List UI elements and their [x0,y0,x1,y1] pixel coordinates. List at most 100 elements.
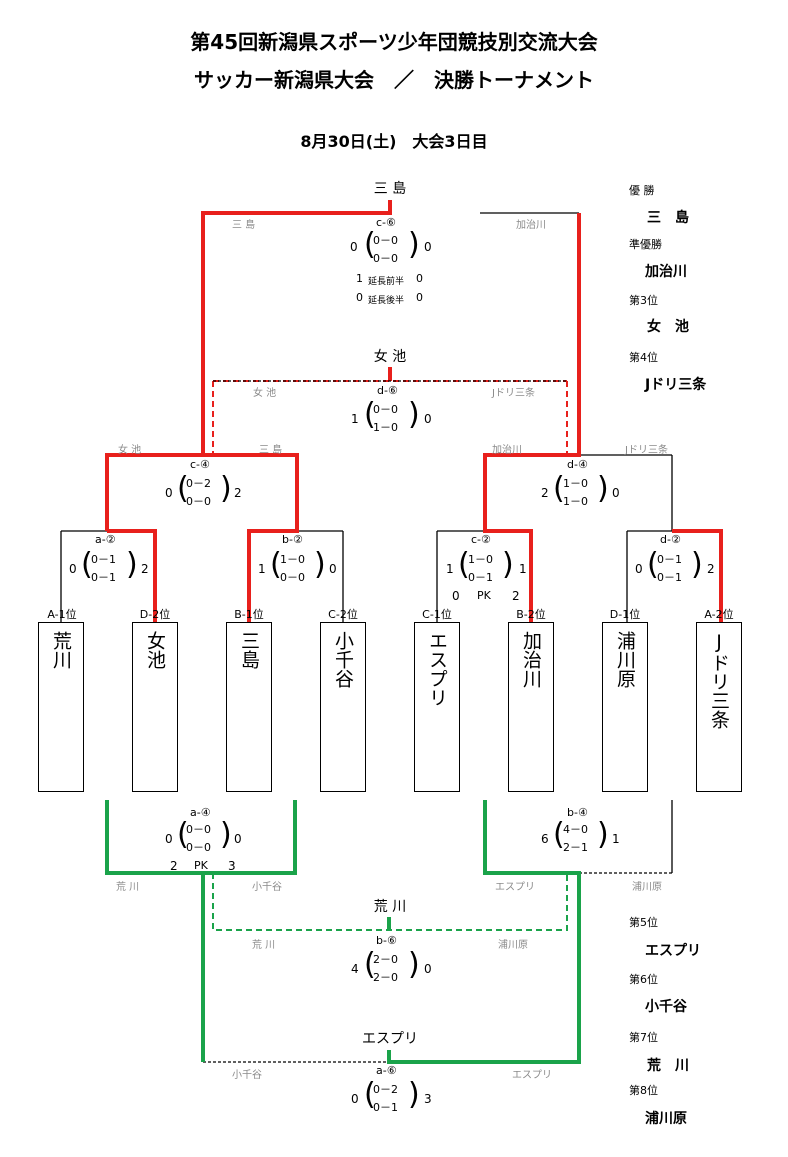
third-paren-right: ) [408,397,420,432]
seed-3: B-1位 [234,608,264,621]
sf2-team-right: Jドリ三条 [625,445,668,456]
lr1a-paren-left: ( [177,817,189,852]
sf2-h1: 1－0 [563,477,588,490]
sf1-h2: 0－0 [186,495,211,508]
r1d-h2: 0－1 [657,571,682,584]
sf1-code: c-④ [190,458,210,471]
sf2-score-right: 0 [612,486,620,500]
final-code: c-⑥ [376,216,396,229]
rank-2-label: 準優勝 [629,238,662,251]
r1d-score-right: 2 [707,562,715,576]
r1a-score-left: 0 [69,562,77,576]
team-box-3: 三島 [226,622,272,792]
rank-4-name: Jドリ三条 [645,377,707,393]
final-h1: 0－0 [373,234,398,247]
rank-5-name: エスプリ [645,943,701,959]
rank-1-label: 優 勝 [629,184,655,197]
seventh-team-left: 荒 川 [252,940,276,951]
final-et2-right: 0 [416,291,423,304]
r1c-paren-left: ( [458,547,470,582]
r1a-paren-left: ( [81,547,93,582]
seed-2: D-2位 [139,608,171,621]
rank-8-name: 浦川原 [645,1111,687,1127]
third-team-left: 女 池 [253,388,277,399]
sf1-paren-right: ) [220,471,232,506]
r1c-h1: 1－0 [468,553,493,566]
lr1b-code: b-④ [567,806,588,819]
lr1b-h1: 4－0 [563,823,588,836]
sf1-paren-left: ( [177,471,189,506]
title-line1: 第45回新潟県スポーツ少年団競技別交流大会 [190,30,598,54]
sf2-h2: 1－0 [563,495,588,508]
lr1b-team-left: エスプリ [495,882,535,893]
team-box-2: 女池 [132,622,178,792]
fifth-team-left: 小千谷 [232,1070,262,1081]
seventh-paren-left: ( [364,947,376,982]
final-paren-left: ( [364,227,376,262]
final-winner: 三 島 [373,181,407,197]
r1a-h2: 0－1 [91,571,116,584]
lr1b-h2: 2－1 [563,841,588,854]
seventh-paren-right: ) [408,947,420,982]
r1c-h2: 0－1 [468,571,493,584]
fifth-h1: 0－2 [373,1083,398,1096]
r1c-score-right: 1 [519,562,527,576]
team-name-8: Jドリ三条 [708,631,730,729]
lr1a-team-right: 小千谷 [252,882,282,893]
third-h1: 0－0 [373,403,398,416]
r1c-score-left: 1 [446,562,454,576]
title-line2: サッカー新潟県大会 ／ 決勝トーナメント [194,68,594,92]
third-h2: 1－0 [373,421,398,434]
r1a-h1: 0－1 [91,553,116,566]
final-et2-left: 0 [356,291,363,304]
r1b-paren-right: ) [314,547,326,582]
third-team-right: Jドリ三条 [492,388,535,399]
lr1b-score-right: 1 [612,832,620,846]
team-box-6: 加治川 [508,622,554,792]
lr1a-pk-right: 3 [228,859,236,873]
final-et1-left: 1 [356,272,363,285]
sf1-score-left: 0 [165,486,173,500]
lr1b-paren-left: ( [553,817,565,852]
seed-4: C-2位 [328,608,358,621]
r1b-code: b-② [282,533,303,546]
rank-6-label: 第6位 [629,973,658,986]
lr1a-pk-left: 2 [170,859,178,873]
team-box-7: 浦川原 [602,622,648,792]
sf1-h1: 0－2 [186,477,211,490]
fifth-paren-right: ) [408,1077,420,1112]
third-code: d-⑥ [377,384,398,397]
final-score-right: 0 [424,240,432,254]
seventh-score-right: 0 [424,962,432,976]
r1b-paren-left: ( [270,547,282,582]
r1c-paren-right: ) [502,547,514,582]
lr1b-score-left: 6 [541,832,549,846]
final-et1-right: 0 [416,272,423,285]
rank-8-label: 第8位 [629,1084,658,1097]
rank-2-name: 加治川 [645,264,687,280]
r1d-h1: 0－1 [657,553,682,566]
seed-8: A-2位 [704,608,734,621]
r1d-paren-right: ) [691,547,703,582]
team-name-1: 荒川 [50,631,72,669]
seventh-h1: 2－0 [373,953,398,966]
r1c-pk-right: 2 [512,589,520,603]
lr1a-h2: 0－0 [186,841,211,854]
final-team-left: 三 島 [232,220,256,231]
final-score-left: 0 [350,240,358,254]
lr1b-paren-right: ) [597,817,609,852]
r1d-score-left: 0 [635,562,643,576]
seventh-winner: 荒 川 [373,899,407,915]
r1a-paren-right: ) [126,547,138,582]
sf2-team-left: 加治川 [492,445,522,456]
r1a-code: a-② [95,533,116,546]
sf1-team-left: 女 池 [118,445,142,456]
rank-7-name: 荒 川 [647,1058,689,1074]
fifth-score-left: 0 [351,1092,359,1106]
fifth-h2: 0－1 [373,1101,398,1114]
r1b-h2: 0－0 [280,571,305,584]
seventh-h2: 2－0 [373,971,398,984]
date-line: 8月30日(土) 大会3日目 [300,132,488,151]
lr1a-paren-right: ) [220,817,232,852]
